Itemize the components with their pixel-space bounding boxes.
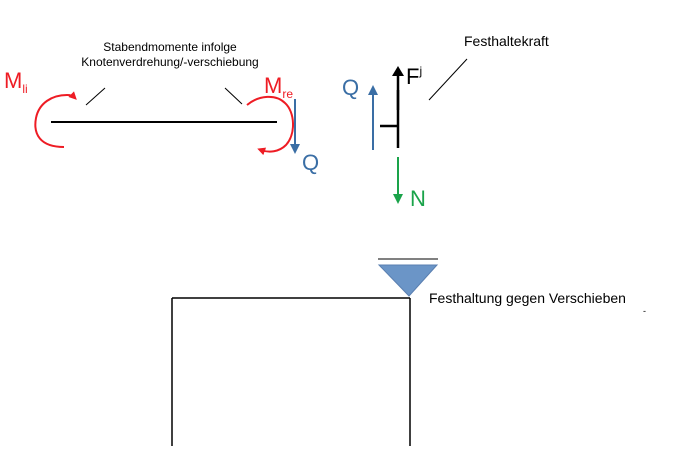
moment-left-arrow [34,91,77,148]
restraint-force-label: Fj [406,64,422,89]
support-label: Festhaltung gegen Verschieben [429,290,626,306]
beam-group: Stabendmomente infolge Knotenverdrehung/… [4,40,319,175]
node-group: Festhaltekraft Fj Q N [342,33,549,211]
support-triangle-icon [377,264,439,297]
beam-shear-label: Q [302,150,319,175]
beam-caption-line2: Knotenverdrehung/-verschiebung [81,55,258,69]
caption-leader-left [85,87,106,106]
moment-right-arrow [246,95,294,156]
moment-right-label: Mre [264,73,293,101]
node-normal-label: N [410,186,426,211]
support-label-mark: - [643,306,646,316]
frame-group: Festhaltung gegen Verschieben - [171,258,646,446]
beam-caption-line1: Stabendmomente infolge [103,40,237,54]
node-title-leader [428,58,468,101]
moment-left-label: Mli [4,68,28,96]
caption-leader-right [224,87,243,105]
node-shear-label: Q [342,75,359,100]
node-title: Festhaltekraft [464,33,549,49]
